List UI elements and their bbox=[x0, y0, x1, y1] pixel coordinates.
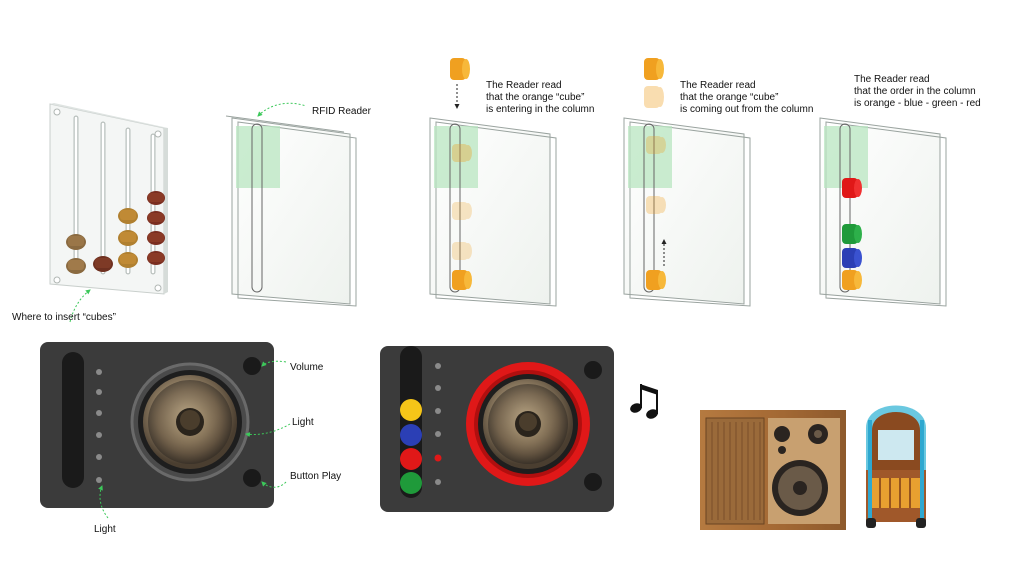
cube-red bbox=[842, 178, 862, 198]
cube-blue bbox=[400, 424, 422, 446]
cube-ghost bbox=[646, 196, 666, 214]
play-pointer-arrow bbox=[261, 481, 287, 488]
cube-red bbox=[400, 448, 422, 470]
capsule bbox=[66, 234, 86, 250]
caption-line: The Reader read bbox=[854, 74, 930, 85]
caption-line: that the order in the column bbox=[854, 86, 976, 97]
light-indicator-column bbox=[96, 369, 102, 483]
insert-cubes-label: Where to insert “cubes” bbox=[12, 312, 116, 323]
capsule bbox=[147, 231, 165, 245]
cube-ghost bbox=[452, 242, 472, 260]
rfid-panel-2 bbox=[429, 117, 557, 307]
button-play-label: Button Play bbox=[290, 471, 342, 482]
step-exiting-caption: The Reader read that the orange “cube” i… bbox=[680, 80, 813, 116]
capsule bbox=[118, 252, 138, 268]
volume-knob-icon[interactable] bbox=[584, 361, 602, 379]
caption-line: that the orange “cube” bbox=[680, 92, 779, 103]
light-indicator-column bbox=[434, 363, 442, 485]
caption-line: The Reader read bbox=[486, 80, 562, 91]
capsule bbox=[147, 211, 165, 225]
music-note-icon bbox=[630, 384, 658, 419]
play-button-icon[interactable] bbox=[243, 469, 261, 487]
caption-line: that the orange “cube” bbox=[486, 92, 585, 103]
step-entering-caption: The Reader read that the orange “cube” i… bbox=[486, 80, 594, 116]
cube-orange-incoming bbox=[450, 58, 470, 80]
rfid-panel-1 bbox=[225, 115, 357, 307]
cube-orange-exit-ghost bbox=[644, 86, 664, 108]
caption-line: is orange - blue - green - red bbox=[854, 98, 981, 109]
rfid-pointer-arrow bbox=[257, 102, 307, 117]
volume-knob-icon[interactable] bbox=[243, 357, 261, 375]
insert-pointer-arrow bbox=[69, 289, 91, 323]
rfid-reader-label: RFID Reader bbox=[312, 106, 371, 117]
capsule bbox=[147, 251, 165, 265]
capsule-holder-image bbox=[49, 103, 168, 295]
light-pointer-arrow bbox=[245, 423, 291, 438]
cube-green bbox=[400, 472, 422, 494]
rfid-reader-zone bbox=[236, 126, 280, 188]
light-bottom-label: Light bbox=[94, 524, 116, 535]
capsule bbox=[147, 191, 165, 205]
capsule bbox=[93, 256, 113, 272]
light-label: Light bbox=[292, 417, 314, 428]
rfid-reader-zone bbox=[434, 126, 478, 188]
capsule bbox=[118, 230, 138, 246]
cube-ghost bbox=[646, 136, 666, 154]
speaker-icon bbox=[466, 362, 590, 486]
caption-line: is entering in the column bbox=[486, 104, 595, 115]
column-slot bbox=[251, 123, 263, 293]
cube-ghost bbox=[452, 202, 472, 220]
speaker-icon bbox=[130, 362, 250, 482]
caption-line: The Reader read bbox=[680, 80, 756, 91]
bottom-light-pointer-arrow bbox=[98, 485, 109, 519]
cube-orange bbox=[646, 270, 666, 290]
cube-insert-slot[interactable] bbox=[62, 352, 84, 488]
jukebox-device-playing bbox=[380, 346, 614, 512]
volume-label: Volume bbox=[290, 362, 324, 373]
caption-line: is coming out from the column bbox=[680, 104, 814, 115]
capsule bbox=[66, 258, 86, 274]
rfid-reader-zone bbox=[824, 126, 868, 188]
cube-orange-exit bbox=[644, 58, 664, 80]
cube-yellow bbox=[400, 399, 422, 421]
jukebox-device-idle bbox=[40, 342, 274, 508]
cube-ghost bbox=[452, 144, 472, 162]
jukebox-image bbox=[866, 405, 926, 528]
cube-green bbox=[842, 224, 862, 244]
vintage-speaker-image bbox=[700, 410, 846, 530]
cube-blue bbox=[842, 248, 862, 268]
rfid-panel-3 bbox=[623, 117, 751, 307]
capsule bbox=[118, 208, 138, 224]
play-button-icon[interactable] bbox=[584, 473, 602, 491]
step-order-caption: The Reader read that the order in the co… bbox=[854, 74, 981, 110]
cube-orange bbox=[842, 270, 862, 290]
rfid-reader-zone bbox=[628, 126, 672, 188]
rfid-panel-4 bbox=[819, 117, 947, 307]
cube-orange bbox=[452, 270, 472, 290]
